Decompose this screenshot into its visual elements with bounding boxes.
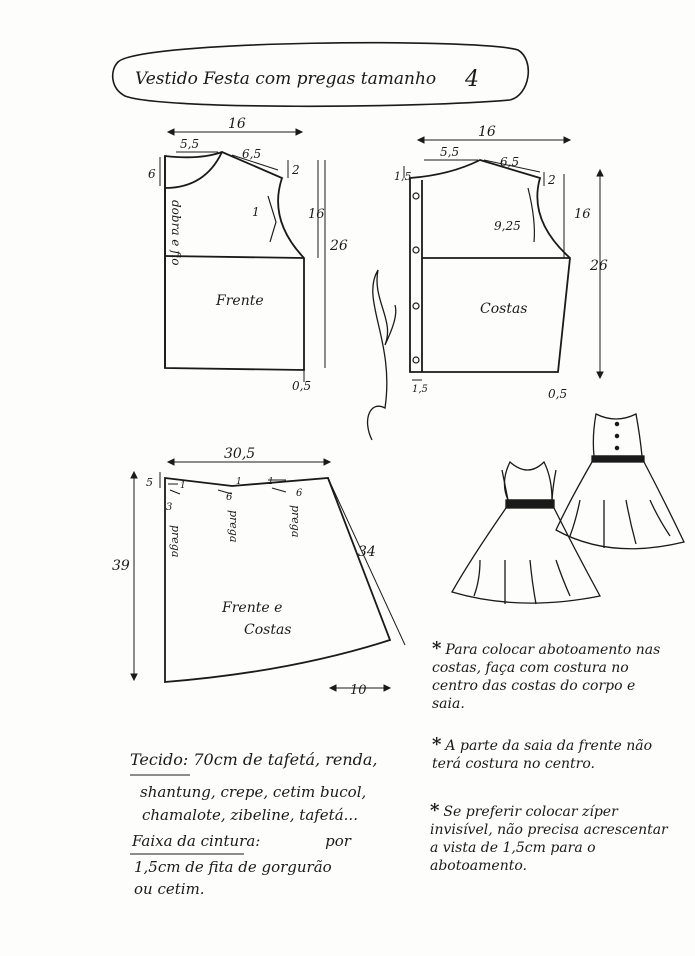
front-label: Frente: [215, 293, 264, 309]
bodice-back: [409, 159, 571, 373]
note-skirt-front: *A parte da saia da frente não terá cost…: [432, 736, 672, 773]
note-buttons: *Para colocar abotoamento nas costas, fa…: [432, 640, 672, 713]
front-shoulder: 6,5: [242, 147, 261, 161]
back-hem: 0,5: [548, 387, 567, 401]
skirt-pleat-2a: 1: [236, 477, 242, 487]
skirt-pleat-1a: 1: [180, 481, 186, 491]
skirt-side: 34: [358, 544, 376, 560]
back-placket: 1,5: [412, 384, 428, 395]
skirt-prega-1: prega: [169, 525, 182, 557]
back-shoulder: 6,5: [500, 155, 519, 169]
front-hem: 0,5: [292, 379, 311, 393]
front-width: 16: [228, 116, 246, 132]
skirt-length: 39: [112, 558, 130, 574]
front-shoulder-drop: 2: [291, 163, 300, 177]
sash-text-1: por: [325, 832, 351, 850]
fabric-line-2: shantung, crepe, cetim bucol,: [140, 783, 367, 801]
fabric-line-1: Tecido: 70cm de tafetá, renda,: [130, 750, 378, 769]
asterisk-3: *: [430, 800, 440, 821]
front-neck: 5,5: [180, 137, 199, 151]
sash-line-1: Faixa da cintura: por: [132, 832, 351, 850]
skirt-pattern: [164, 476, 406, 683]
signature: [367, 269, 397, 441]
fabric-line-3: chamalote, zibeline, tafetá...: [142, 806, 358, 824]
skirt-pleat-3a: 1: [268, 477, 274, 487]
skirt-label-1: Frente e: [221, 600, 282, 616]
skirt-prega-2: prega: [227, 510, 240, 542]
skirt-waist-drop: 5: [146, 476, 153, 489]
note-zipper: *Se preferir colocar zíper invisível, nã…: [430, 802, 675, 875]
sash-line-3: ou cetim.: [134, 880, 205, 898]
dress-illustration-front: [451, 460, 601, 605]
asterisk-2: *: [432, 734, 442, 755]
note-buttons-text: Para colocar abotoamento nas costas, faç…: [432, 642, 661, 712]
dress-illustration-back: [555, 413, 685, 550]
back-buttons: [412, 192, 420, 364]
note-skirt-front-text: A parte da saia da frente não terá costu…: [432, 738, 652, 772]
skirt-width: 30,5: [224, 446, 255, 462]
back-neck-depth: 1,5: [394, 170, 412, 183]
sash-line-2: 1,5cm de fita de gorgurão: [134, 858, 332, 876]
skirt-prega-3: prega: [289, 505, 302, 537]
note-zipper-text: Se preferir colocar zíper invisível, não…: [430, 804, 668, 874]
fabric-heading: Tecido:: [130, 750, 189, 769]
sash-heading: Faixa da cintura:: [132, 832, 261, 850]
skirt-hem-flare: 10: [350, 683, 367, 698]
title-banner: [111, 41, 530, 108]
front-fold: dobra e fio: [169, 200, 183, 265]
back-shoulder-drop: 2: [547, 173, 556, 187]
skirt-pleat-2b: 6: [226, 492, 233, 503]
back-dart: 9,25: [494, 219, 521, 233]
skirt-pleats: [168, 479, 287, 495]
asterisk-1: *: [432, 638, 442, 659]
back-armhole: 16: [574, 207, 591, 222]
fabric-text-1: 70cm de tafetá, renda,: [193, 750, 378, 769]
bodice-front: [164, 151, 305, 371]
front-armhole: 16: [308, 207, 325, 222]
skirt-label-2: Costas: [244, 622, 291, 638]
back-label: Costas: [480, 301, 527, 317]
skirt-pleat-3b: 6: [296, 488, 303, 499]
skirt-pleat-1b: 3: [166, 502, 172, 513]
back-neck: 5,5: [440, 145, 459, 159]
back-width: 16: [478, 124, 496, 140]
back-length: 26: [589, 258, 608, 274]
front-length: 26: [329, 238, 348, 254]
page-title: Vestido Festa com pregas tamanho: [135, 69, 436, 89]
size-number: 4: [464, 67, 479, 92]
front-neck-depth: 6: [148, 167, 156, 181]
front-dart: 1: [252, 205, 260, 219]
